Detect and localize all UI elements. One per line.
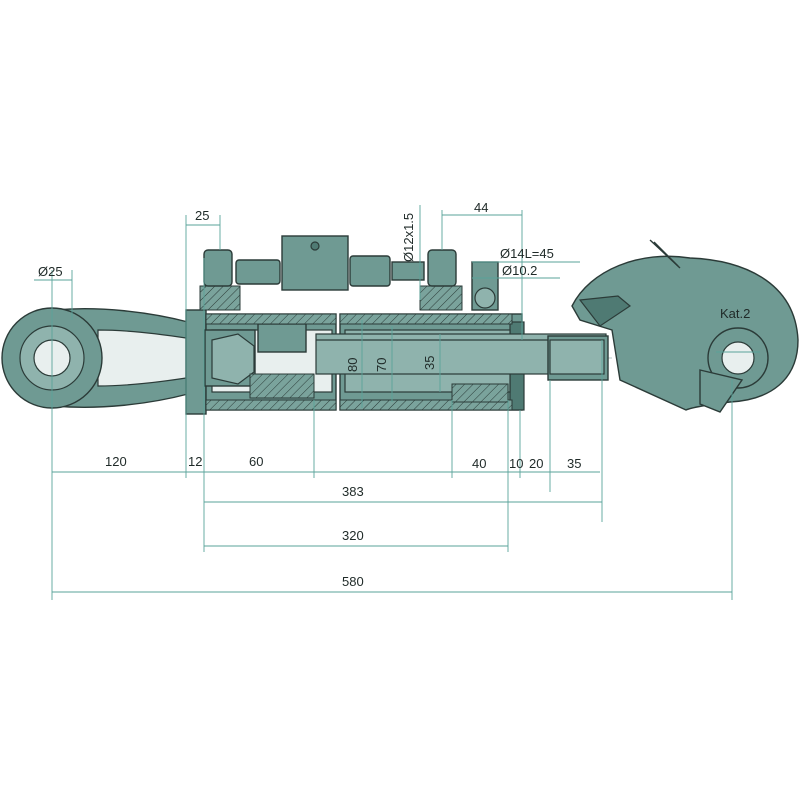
label-pin-hole: Ø14L=45 (500, 246, 554, 261)
label-total-580: 580 (342, 574, 364, 589)
label-pin-diameter: Ø10.2 (502, 263, 537, 278)
label-seg-40: 40 (472, 456, 486, 471)
label-eye-diameter: Ø25 (38, 264, 63, 279)
label-stroke-383: 383 (342, 484, 364, 499)
label-seg-60: 60 (249, 454, 263, 469)
label-ball-size: Kat.2 (720, 306, 750, 321)
label-seg-10: 10 (509, 456, 523, 471)
eye-end (1, 307, 189, 409)
label-top-width: 25 (195, 208, 209, 223)
label-piston-width: 70 (374, 358, 389, 372)
cylinder-body (185, 285, 607, 415)
dimension-labels: Ø25 Kat.2 25 Ø12x1.5 44 Ø14L=45 Ø10.2 80… (38, 200, 750, 589)
label-rod-diameter: 35 (422, 356, 437, 370)
hook-end (547, 239, 799, 413)
label-seg-12: 12 (188, 454, 202, 469)
label-seg-20: 20 (529, 456, 543, 471)
label-seg-120: 120 (105, 454, 127, 469)
label-seg-35: 35 (567, 456, 581, 471)
pipe-fittings (203, 235, 499, 311)
label-port-spacing: 44 (474, 200, 488, 215)
label-port-thread: Ø12x1.5 (401, 213, 416, 262)
dimension-lines (34, 205, 760, 600)
label-length-320: 320 (342, 528, 364, 543)
label-bore: 80 (345, 358, 360, 372)
